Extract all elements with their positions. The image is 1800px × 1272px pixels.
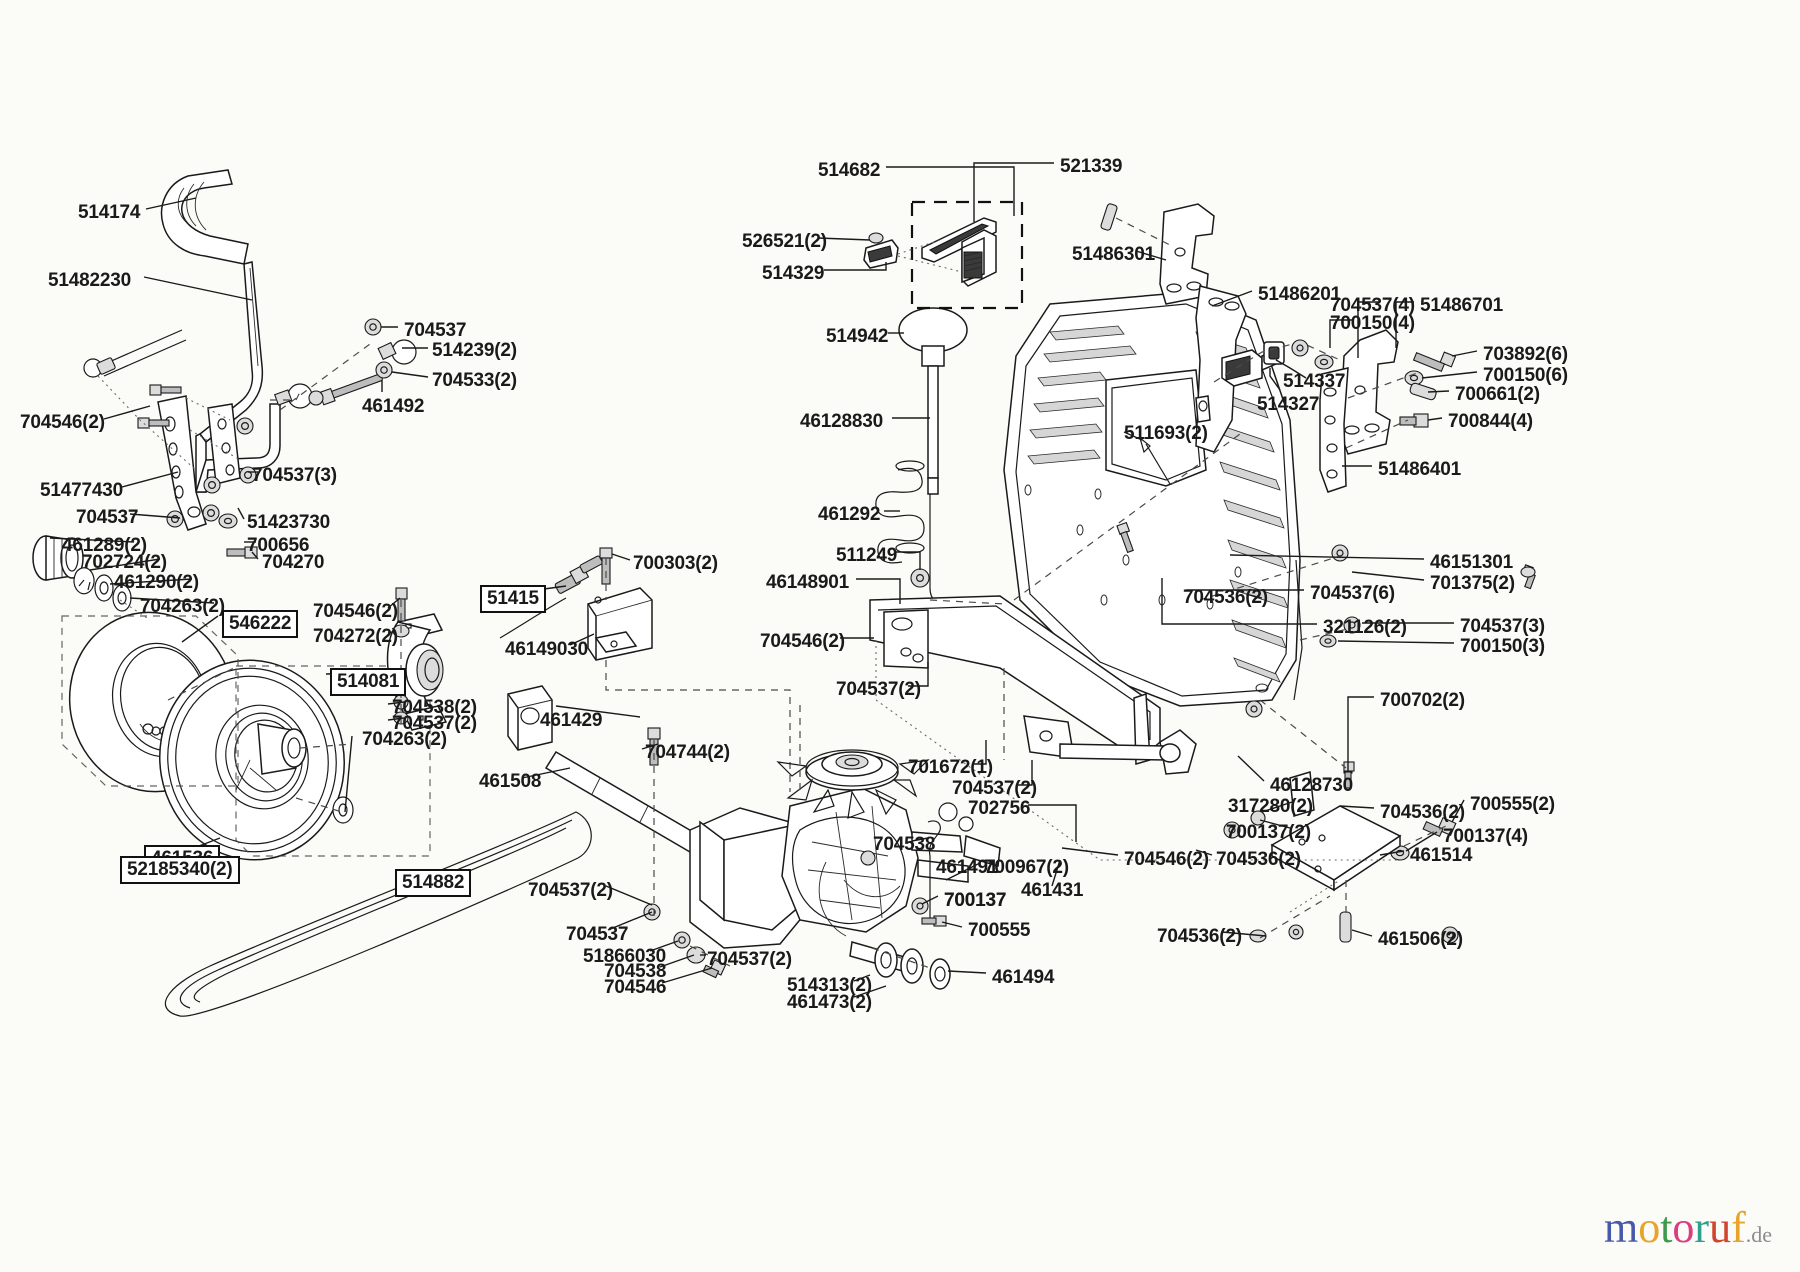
part-number-label[interactable]: 511693(2): [1124, 423, 1208, 444]
part-number-label[interactable]: 704537(3): [1460, 616, 1545, 637]
part-number-label[interactable]: 701672(1): [908, 757, 993, 778]
part-number-label[interactable]: 704270: [262, 552, 325, 573]
part-number-label[interactable]: 704538: [873, 834, 936, 855]
motoruf-watermark: motoruf.de: [1603, 1203, 1772, 1252]
part-number-label[interactable]: 704263(2): [140, 596, 225, 617]
part-number-label[interactable]: 461431: [1021, 880, 1084, 901]
part-number-label[interactable]: 704537(2): [392, 713, 477, 734]
part-number-label[interactable]: 703892(6): [1483, 344, 1568, 365]
part-number-label[interactable]: 701375(2): [1430, 573, 1515, 594]
part-number-label[interactable]: 461473(2): [787, 992, 872, 1013]
part-number-label[interactable]: 51486701: [1420, 295, 1503, 316]
part-number-label[interactable]: 461506(2): [1378, 929, 1463, 950]
part-number-label[interactable]: 700303(2): [633, 553, 718, 574]
part-number-label[interactable]: 317280(2): [1228, 796, 1313, 817]
part-number-label[interactable]: 704546(2): [20, 412, 105, 433]
part-number-label[interactable]: 700656: [247, 535, 310, 556]
part-number-label[interactable]: 461289(2): [62, 535, 147, 556]
part-number-label[interactable]: 704537(2): [952, 778, 1037, 799]
part-number-label[interactable]: 704546(2): [760, 631, 845, 652]
part-number-label[interactable]: 461514: [1410, 845, 1473, 866]
part-number-label[interactable]: 704538: [604, 961, 667, 982]
part-number-label[interactable]: 700137: [944, 890, 1007, 911]
part-number-label[interactable]: 46128830: [800, 411, 883, 432]
part-number-label[interactable]: 51423730: [247, 512, 330, 533]
part-number-label[interactable]: 700150(4): [1330, 313, 1415, 334]
part-number-label[interactable]: 704263(2): [362, 729, 447, 750]
part-number-label[interactable]: 700137: [944, 890, 1007, 911]
part-number-label[interactable]: 514313(2): [787, 975, 872, 996]
part-number-label[interactable]: 700555: [968, 920, 1031, 941]
part-number-label[interactable]: 700702(2): [1380, 690, 1465, 711]
part-number-label[interactable]: 514329: [762, 263, 825, 284]
part-number-label[interactable]: 704538(2): [392, 697, 477, 718]
part-number-label[interactable]: 514081: [330, 668, 407, 696]
part-number-label[interactable]: 51486201: [1258, 284, 1341, 305]
part-number-label[interactable]: 514337: [1283, 371, 1346, 392]
part-number-label[interactable]: 704537: [76, 507, 139, 528]
part-number-label[interactable]: 702756: [968, 798, 1031, 819]
part-number-label[interactable]: 46149030: [505, 639, 588, 660]
part-number-label[interactable]: 514174: [78, 202, 141, 223]
part-number-label[interactable]: 704272(2): [313, 626, 398, 647]
part-number-label[interactable]: 704536(2): [1183, 587, 1268, 608]
part-number-label[interactable]: 700137(4): [1443, 826, 1528, 847]
part-number-label[interactable]: 704536(2): [1380, 802, 1465, 823]
part-number-label[interactable]: 700150(6): [1483, 365, 1568, 386]
part-number-label[interactable]: 700844(4): [1448, 411, 1533, 432]
lever-assembly-art: [83, 169, 417, 559]
part-number-label[interactable]: 461292: [818, 504, 881, 525]
part-number-label[interactable]: 704537: [566, 924, 629, 945]
part-number-label[interactable]: 700661(2): [1455, 384, 1540, 405]
part-number-label[interactable]: 702724(2): [82, 552, 167, 573]
part-number-label[interactable]: 51477430: [40, 480, 123, 501]
part-number-label[interactable]: 51866030: [583, 946, 666, 967]
part-number-label[interactable]: 704536(2): [1216, 849, 1301, 870]
part-number-label[interactable]: 704744(2): [645, 742, 730, 763]
part-number-label[interactable]: 46128730: [1270, 775, 1353, 796]
part-number-label[interactable]: 704537(3): [252, 465, 337, 486]
part-number-label[interactable]: 704533(2): [432, 370, 517, 391]
part-number-label[interactable]: 704546(2): [1124, 849, 1209, 870]
part-number-label[interactable]: 46148901: [766, 572, 849, 593]
part-number-label[interactable]: 521339: [1060, 156, 1123, 177]
part-number-label[interactable]: 546222: [222, 610, 299, 638]
part-number-label[interactable]: 700967(2): [984, 857, 1069, 878]
part-number-label[interactable]: 704537: [404, 320, 467, 341]
part-number-label[interactable]: 461508: [479, 771, 542, 792]
part-number-label[interactable]: 700555(2): [1470, 794, 1555, 815]
part-number-label[interactable]: 51486301: [1072, 244, 1155, 265]
part-number-label[interactable]: 321126(2): [1323, 617, 1407, 638]
part-number-label[interactable]: 514882: [395, 869, 472, 897]
wheel-assembly-art: [32, 535, 431, 861]
part-number-label[interactable]: 704537(6): [1310, 583, 1395, 604]
part-number-label[interactable]: 461429: [540, 710, 603, 731]
part-number-label[interactable]: 700137(2): [1226, 822, 1311, 843]
part-number-label[interactable]: 46151301: [1430, 552, 1513, 573]
part-number-label[interactable]: 51486401: [1378, 459, 1461, 480]
part-number-label[interactable]: 704537(4): [1330, 295, 1415, 316]
part-number-label[interactable]: 52185340(2): [120, 856, 240, 884]
part-number-label[interactable]: 511249: [836, 545, 898, 566]
part-number-label[interactable]: 461492: [362, 396, 425, 417]
part-number-label[interactable]: 514682: [818, 160, 881, 181]
part-number-label[interactable]: 704546(2): [313, 601, 398, 622]
part-number-label[interactable]: 461491: [936, 857, 999, 878]
switch-kit-art: [863, 200, 1024, 310]
part-number-label[interactable]: 51415: [480, 585, 546, 613]
part-number-label[interactable]: 526521(2): [742, 231, 827, 252]
part-number-label[interactable]: 704537(2): [528, 880, 613, 901]
part-number-label[interactable]: 514327: [1257, 394, 1320, 415]
part-number-label[interactable]: 704536(2): [1157, 926, 1242, 947]
part-number-label[interactable]: 461494: [992, 967, 1055, 988]
part-number-label[interactable]: 514942: [826, 326, 889, 347]
part-number-label[interactable]: 700150(3): [1460, 636, 1545, 657]
part-number-label[interactable]: 704537(2): [707, 949, 792, 970]
part-number-label[interactable]: 704546: [604, 977, 667, 998]
part-number-label[interactable]: 514239(2): [432, 340, 517, 361]
drive-belt-art: [164, 811, 592, 1017]
part-number-label[interactable]: 51482230: [48, 270, 131, 291]
part-number-label[interactable]: 704537(2): [836, 679, 921, 700]
part-number-label[interactable]: 461290(2): [114, 572, 199, 593]
